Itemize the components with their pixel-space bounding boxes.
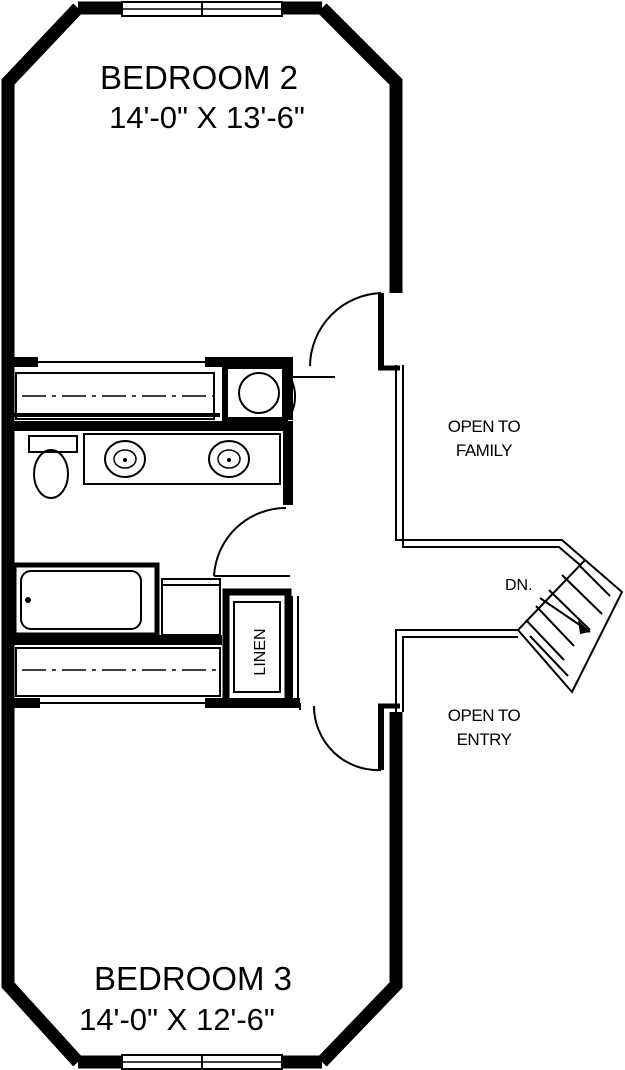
bedroom2-door bbox=[309, 292, 400, 371]
open-to-family-line2: FAMILY bbox=[456, 441, 512, 460]
bedroom3-door bbox=[299, 703, 400, 772]
bedroom3-dimensions: 14'-0" X 12'-6" bbox=[79, 1002, 275, 1037]
bathroom bbox=[8, 421, 293, 640]
bedroom2-name: BEDROOM 2 bbox=[100, 59, 298, 96]
linen-label: LINEN bbox=[252, 628, 269, 675]
open-to-entry-line2: ENTRY bbox=[457, 730, 512, 749]
closet-upper bbox=[8, 357, 293, 420]
bedroom3-name: BEDROOM 3 bbox=[94, 960, 292, 997]
open-to-entry-line1: OPEN TO bbox=[448, 706, 521, 725]
bedroom2-dimensions: 14'-0" X 13'-6" bbox=[109, 100, 305, 135]
window-bottom bbox=[121, 1054, 283, 1070]
stair bbox=[516, 558, 624, 694]
stair-down-label: DN. bbox=[505, 577, 533, 594]
water-heater bbox=[222, 363, 335, 423]
closet-lower bbox=[8, 635, 300, 708]
window-top bbox=[121, 1, 283, 17]
open-to-family-line1: OPEN TO bbox=[448, 417, 521, 436]
exterior-walls bbox=[1, 1, 403, 1069]
open-railing bbox=[395, 365, 586, 712]
